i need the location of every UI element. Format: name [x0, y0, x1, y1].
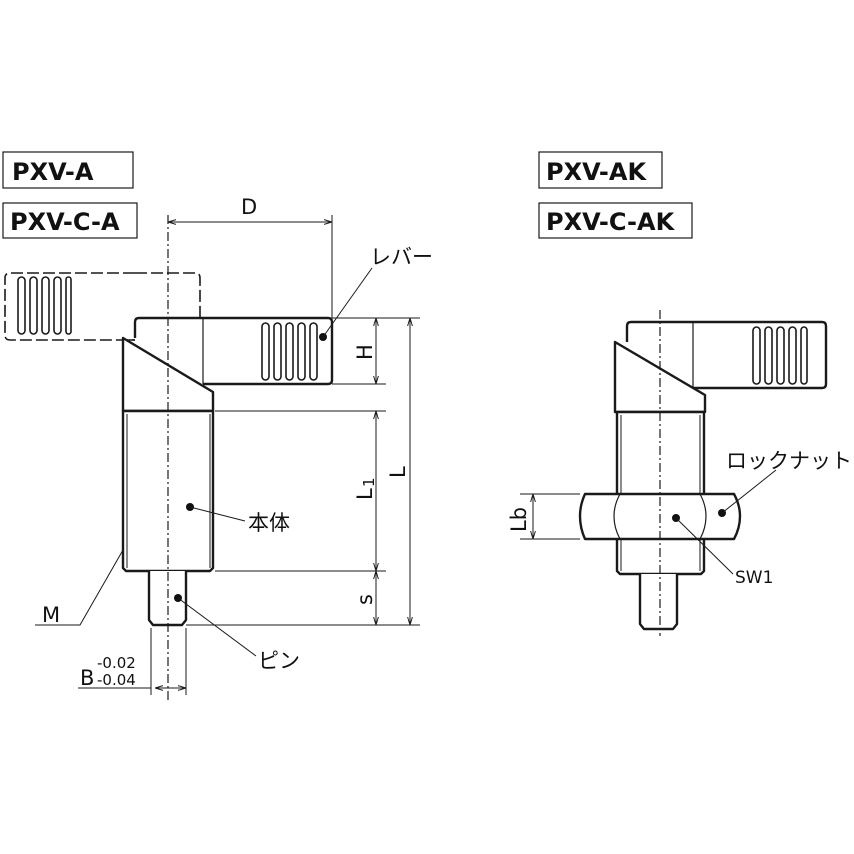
dim-L: L [386, 466, 410, 478]
lever [133, 316, 334, 386]
dim-H: H [353, 344, 377, 360]
svg-text:L: L [353, 488, 377, 500]
dim-B-lower-tol: -0.04 [97, 671, 136, 689]
model-label-pxv-ak: PXV-AK [538, 151, 663, 189]
pin [638, 574, 679, 631]
model-label-pxv-c-a: PXV-C-A [2, 202, 138, 239]
right-plunger-drawing: Lb ロックナット SW1 [507, 310, 852, 636]
dim-s: s [353, 594, 377, 605]
svg-text:PXV-AK: PXV-AK [546, 158, 647, 186]
svg-text:PXV-C-AK: PXV-C-AK [546, 208, 676, 236]
model-label-pxv-a: PXV-A [2, 151, 134, 189]
dim-M: M [42, 603, 60, 627]
label-lever: レバー [370, 245, 433, 269]
dim-Lb: Lb [507, 507, 531, 532]
label-body: 本体 [248, 511, 290, 535]
label-locknut: ロックナット [726, 449, 852, 473]
dim-D: D [241, 195, 257, 219]
lever-alternate-position [4, 272, 201, 341]
dim-B-upper-tol: -0.02 [97, 654, 136, 672]
left-plunger-drawing: D H L 1 s L M B -0.02 -0.04 レバー [4, 195, 433, 700]
svg-text:PXV-C-A: PXV-C-A [10, 208, 120, 236]
dim-SW1: SW1 [735, 568, 773, 588]
model-label-pxv-c-ak: PXV-C-AK [538, 202, 693, 239]
lever [625, 320, 828, 390]
dim-B: B [80, 666, 94, 690]
svg-text:PXV-A: PXV-A [12, 158, 94, 186]
svg-text:1: 1 [360, 477, 378, 487]
dim-L1: L 1 [353, 477, 378, 500]
label-pin: ピン [258, 649, 300, 673]
